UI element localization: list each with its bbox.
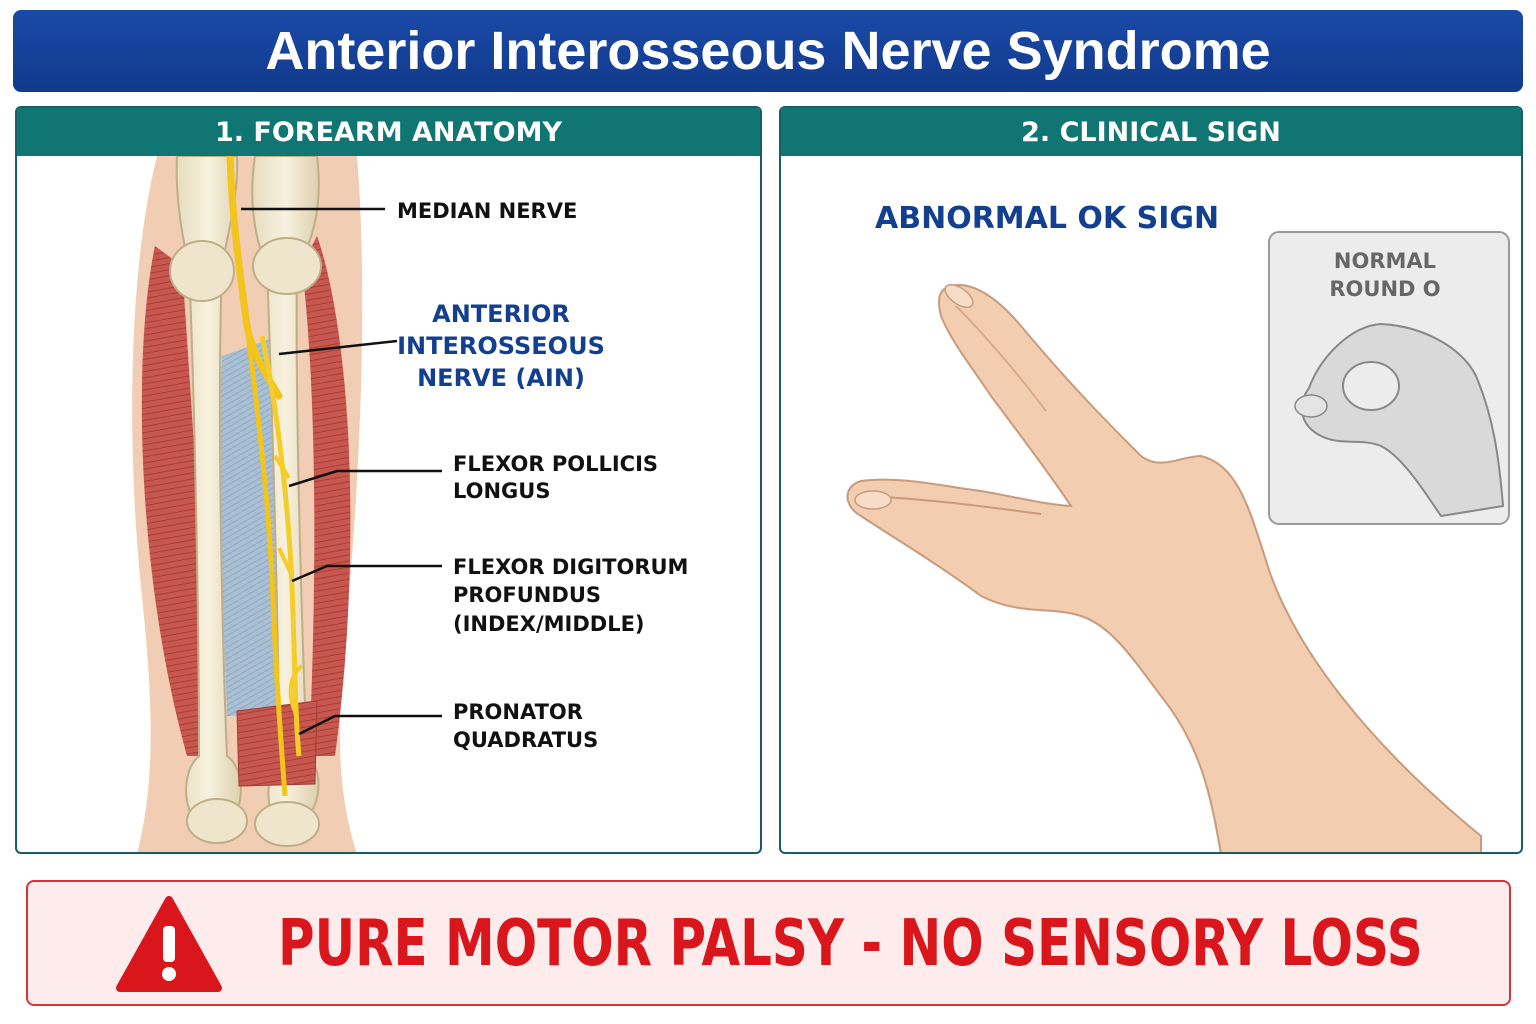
clinical-sign-diagram: ABNORMAL OK SIGN NORMAL ROUND O (846, 201, 1510, 852)
ain-leader (278, 339, 398, 356)
alert-banner: PURE MOTOR PALSY - NO SENSORY LOSS (26, 880, 1511, 1006)
anatomy-panel-header: 1. FOREARM ANATOMY (17, 108, 760, 156)
inset-label-line2: ROUND O (1329, 277, 1440, 301)
fdp-label-line3: (INDEX/MIDDLE) (453, 612, 645, 636)
clinical-sign-panel: 2. CLINICAL SIGN ABNORMAL OK SIGN NORMAL… (779, 106, 1523, 854)
abnormal-ok-sign-label: ABNORMAL OK SIGN (875, 201, 1219, 236)
fdp-label-line2: PROFUNDUS (453, 583, 601, 607)
normal-ok-circle (1342, 361, 1400, 411)
fdp-branch (277, 547, 294, 577)
fdp-leader (291, 564, 442, 583)
page-title: Anterior Interosseous Nerve Syndrome (265, 21, 1271, 81)
pq-label-line2: QUADRATUS (453, 728, 598, 752)
abnormal-ok-hand (846, 284, 1482, 852)
alert-text: PURE MOTOR PALSY - NO SENSORY LOSS (278, 907, 1423, 981)
pq-label-line1: PRONATOR (453, 700, 583, 724)
forearm-anatomy-panel: 1. FOREARM ANATOMY (15, 106, 762, 854)
radial-head (169, 240, 235, 302)
median-nerve-label: MEDIAN NERVE (397, 199, 577, 223)
fpl-label-line1: FLEXOR POLLICIS (453, 452, 658, 476)
pq-leader (298, 714, 442, 736)
carpal-bone (254, 801, 320, 847)
median-nerve-continuation (244, 325, 288, 797)
thumbnail (854, 490, 892, 510)
inset-label-line1: NORMAL (1334, 249, 1436, 273)
forearm-anatomy-diagram: MEDIAN NERVE ANTERIOR INTEROSSEOUS NERVE… (132, 152, 688, 852)
ulnar-head (252, 237, 322, 295)
warning-triangle-icon (116, 896, 222, 992)
pq-branch (288, 664, 304, 717)
ain-label-line1: ANTERIOR (432, 300, 570, 328)
flexor-muscle-right (302, 236, 351, 756)
median-nerve (226, 152, 283, 400)
ain-label-line2: INTEROSSEOUS (397, 332, 605, 360)
fpl-branch (273, 454, 291, 480)
inset-thumb-tip (1294, 394, 1328, 418)
fdp-label-line1: FLEXOR DIGITORUM (453, 555, 688, 579)
clinical-panel-header: 2. CLINICAL SIGN (781, 108, 1521, 156)
index-finger-crease (955, 305, 1047, 412)
ain-label-line3: NERVE (AIN) (417, 364, 585, 392)
fingernail (944, 283, 974, 309)
title-banner: Anterior Interosseous Nerve Syndrome (13, 10, 1523, 92)
carpal-bone (186, 798, 248, 844)
fpl-label-line2: LONGUS (453, 479, 550, 503)
fpl-leader (288, 469, 442, 488)
